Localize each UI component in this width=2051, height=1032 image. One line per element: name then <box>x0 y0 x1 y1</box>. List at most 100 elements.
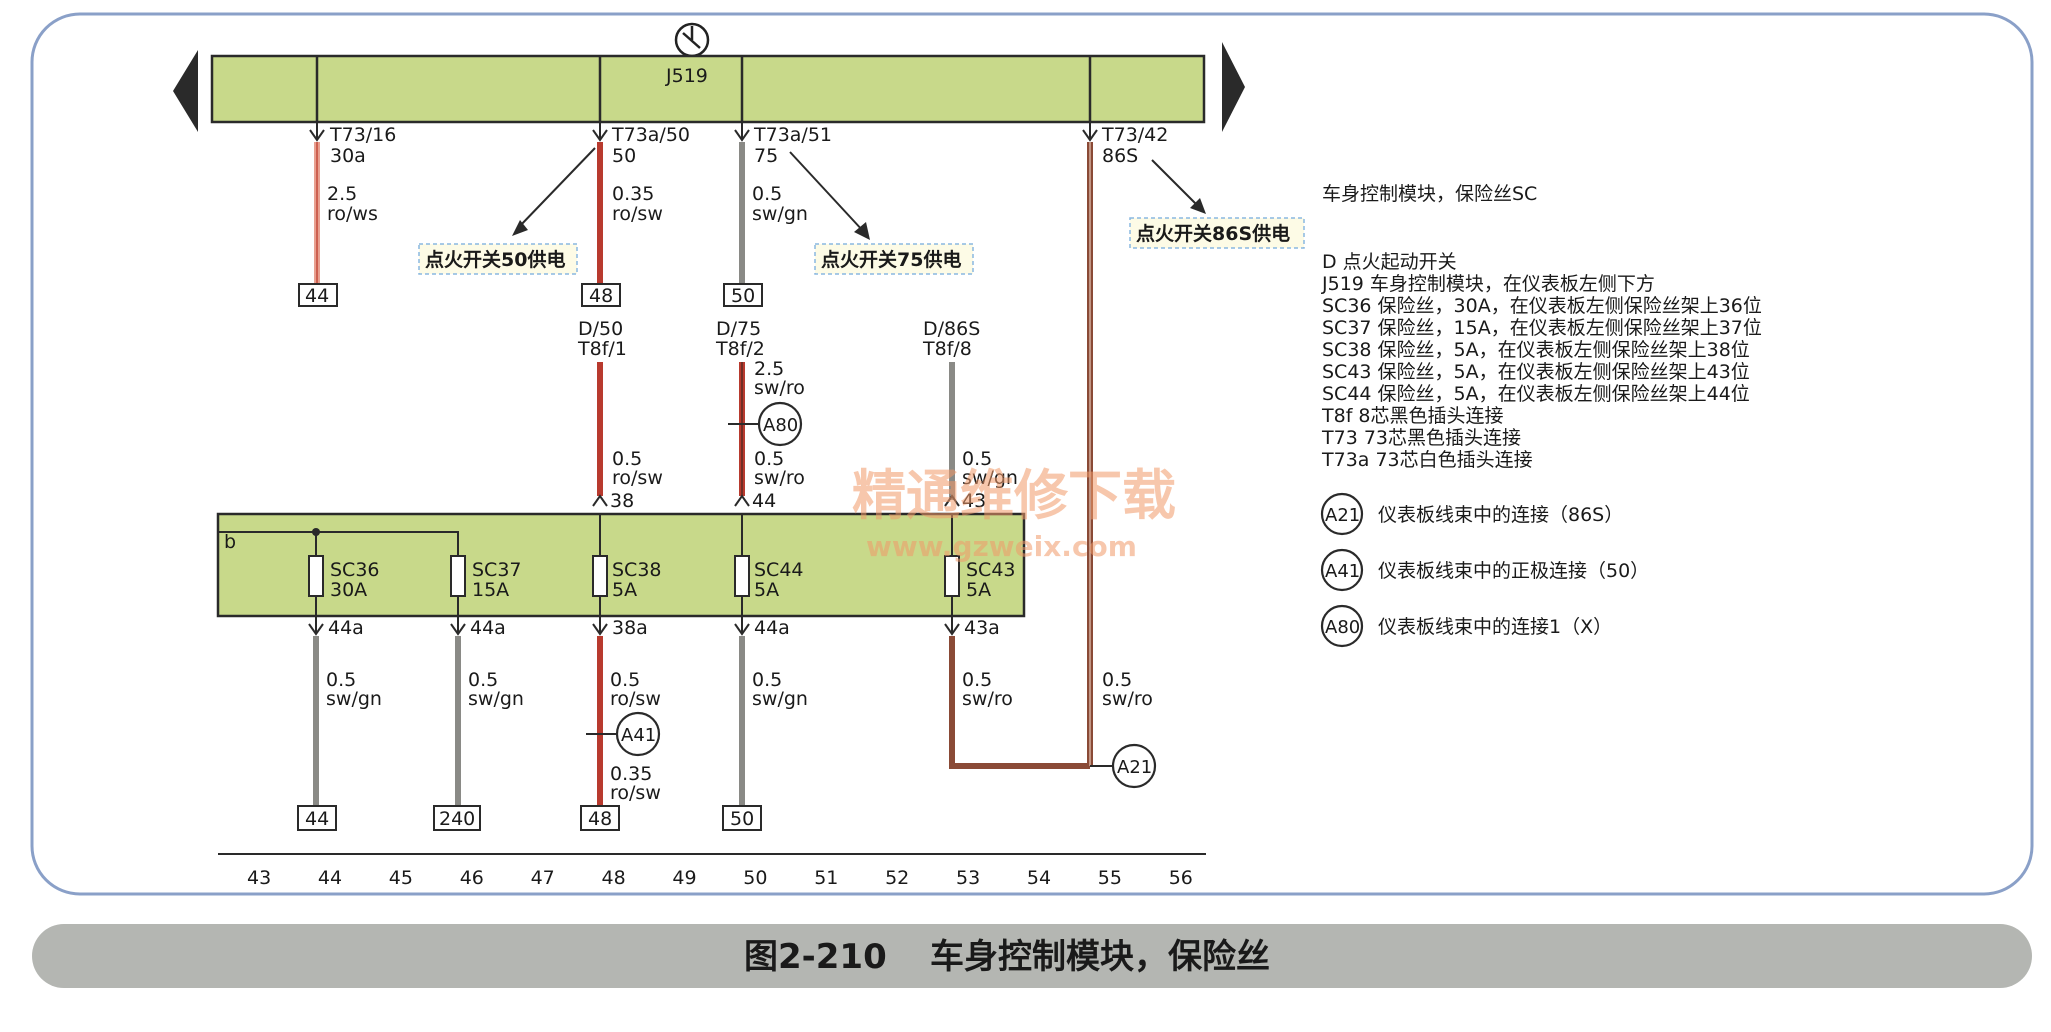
legend-item: SC43 保险丝，5A，在仪表板左侧保险丝架上43位 <box>1322 361 1750 383</box>
legend-junction-code: A41 <box>1325 561 1360 582</box>
t8f2-label: T8f/2 <box>715 338 765 360</box>
legend-item: T73 73芯黑色插头连接 <box>1321 427 1521 449</box>
ref-box <box>723 283 763 307</box>
wire-size: 0.5 <box>468 669 498 691</box>
grid-number: 54 <box>1027 867 1051 889</box>
callout-86s: 点火开关86S供电 <box>1136 222 1290 245</box>
wire-color: sw/gn <box>752 203 808 225</box>
j519-label: J519 <box>665 65 708 87</box>
wire-size: 0.5 <box>754 448 784 470</box>
ref-box <box>580 805 620 831</box>
pin-50: 50 <box>612 145 636 167</box>
junction-a41 <box>615 711 661 757</box>
grid-number: 44 <box>318 867 342 889</box>
fuse-name: SC38 <box>612 559 662 581</box>
ref-44-top: 44 <box>305 285 329 307</box>
legend-item: T8f 8芯黑色插头连接 <box>1321 405 1504 427</box>
wire-color: sw/gn <box>962 467 1018 489</box>
junction-a21-label: A21 <box>1117 757 1152 778</box>
fuse-name: SC37 <box>472 559 522 581</box>
wire-color: ro/ws <box>327 203 378 225</box>
wire-color: sw/ro <box>962 688 1013 710</box>
grid-number: 48 <box>602 867 626 889</box>
continue-right-icon <box>1222 42 1245 132</box>
legend: 车身控制模块，保险丝SC D 点火起动开关 J519 车身控制模块，在仪表板左侧… <box>1320 183 1762 648</box>
fuse-output: 38a <box>612 617 648 639</box>
wire-color: sw/gn <box>326 688 382 710</box>
fuse-rating: 5A <box>612 579 637 601</box>
t8f8-label: T8f/8 <box>922 338 972 360</box>
wire-size: 2.5 <box>754 358 784 380</box>
legend-item: SC36 保险丝，30A，在仪表板左侧保险丝架上36位 <box>1322 295 1762 317</box>
grid-number: 45 <box>389 867 413 889</box>
junction-a80-label: A80 <box>763 415 798 436</box>
fuse-sc36 <box>308 555 324 616</box>
ref-box <box>433 805 481 831</box>
wire-size: 0.5 <box>612 448 642 470</box>
fuse-output: 44a <box>470 617 506 639</box>
callout-box <box>814 243 974 275</box>
junction-a21 <box>1111 743 1157 789</box>
fuse-input-43: 43 <box>962 490 986 512</box>
d86s-label: D/86S <box>923 318 980 340</box>
t8f1-label: T8f/1 <box>577 338 627 360</box>
diagram-frame <box>30 12 2034 896</box>
ref-240-bottom: 240 <box>439 808 475 830</box>
fuse-output: 43a <box>964 617 1000 639</box>
fuse-rating: 30A <box>330 579 367 601</box>
junction-a41-label: A41 <box>621 725 656 746</box>
callout-75: 点火开关75供电 <box>821 248 961 271</box>
d75-label: D/75 <box>716 318 761 340</box>
pin-t73a-51: T73a/51 <box>753 124 832 146</box>
legend-junction-desc: 仪表板线束中的正极连接（50） <box>1378 560 1649 582</box>
legend-item: SC37 保险丝，15A，在仪表板左侧保险丝架上37位 <box>1322 317 1762 339</box>
fuse-name: SC43 <box>966 559 1016 581</box>
pin-30a: 30a <box>330 145 366 167</box>
legend-junction-code: A21 <box>1325 505 1360 526</box>
grid-number: 53 <box>956 867 980 889</box>
d50-label: D/50 <box>578 318 623 340</box>
grid-number: 49 <box>672 867 696 889</box>
legend-junction-icon <box>1320 492 1364 536</box>
ref-48-top: 48 <box>589 285 613 307</box>
watermark-url: www.gzweix.com <box>866 530 1137 563</box>
callout-box <box>1129 217 1305 249</box>
legend-junction-code: A80 <box>1325 617 1360 638</box>
wire-size: 2.5 <box>327 183 357 205</box>
fuse-output: 44a <box>754 617 790 639</box>
ref-box <box>297 805 337 831</box>
wire-size: 0.5 <box>326 669 356 691</box>
pin-75: 75 <box>754 145 778 167</box>
ref-50-bottom: 50 <box>730 808 754 830</box>
wire-size: 0.5 <box>1102 669 1132 691</box>
legend-item: SC44 保险丝，5A，在仪表板左侧保险丝架上44位 <box>1322 383 1750 405</box>
grid-number: 56 <box>1169 867 1193 889</box>
legend-junction-icon <box>1320 548 1364 592</box>
fuse-rating: 5A <box>966 579 991 601</box>
pin-t73-16: T73/16 <box>329 124 396 146</box>
continue-left-icon <box>173 50 198 132</box>
ref-box <box>581 283 621 307</box>
pin-t73a-50: T73a/50 <box>611 124 690 146</box>
ref-44-bottom: 44 <box>305 808 329 830</box>
wire-color: sw/ro <box>754 467 805 489</box>
fuse-input-44: 44 <box>752 490 776 512</box>
ref-50-top: 50 <box>731 285 755 307</box>
callout-box <box>418 243 578 275</box>
fuse-box-label: b <box>224 531 236 553</box>
fuse-input-38: 38 <box>610 490 634 512</box>
grid-number: 50 <box>743 867 767 889</box>
ref-48-bottom: 48 <box>588 808 612 830</box>
fuse-name: SC44 <box>754 559 804 581</box>
wire-size: 0.5 <box>752 669 782 691</box>
fuse-sc37 <box>450 555 466 616</box>
ref-box <box>298 283 338 307</box>
grid-number: 51 <box>814 867 838 889</box>
ref-box <box>722 805 762 831</box>
legend-item: T73a 73芯白色插头连接 <box>1321 449 1533 471</box>
fuse-rating: 5A <box>754 579 779 601</box>
pin-t73-42: T73/42 <box>1101 124 1168 146</box>
wire-size: 0.35 <box>610 763 652 785</box>
legend-junction-desc: 仪表板线束中的连接1（X） <box>1378 616 1612 638</box>
